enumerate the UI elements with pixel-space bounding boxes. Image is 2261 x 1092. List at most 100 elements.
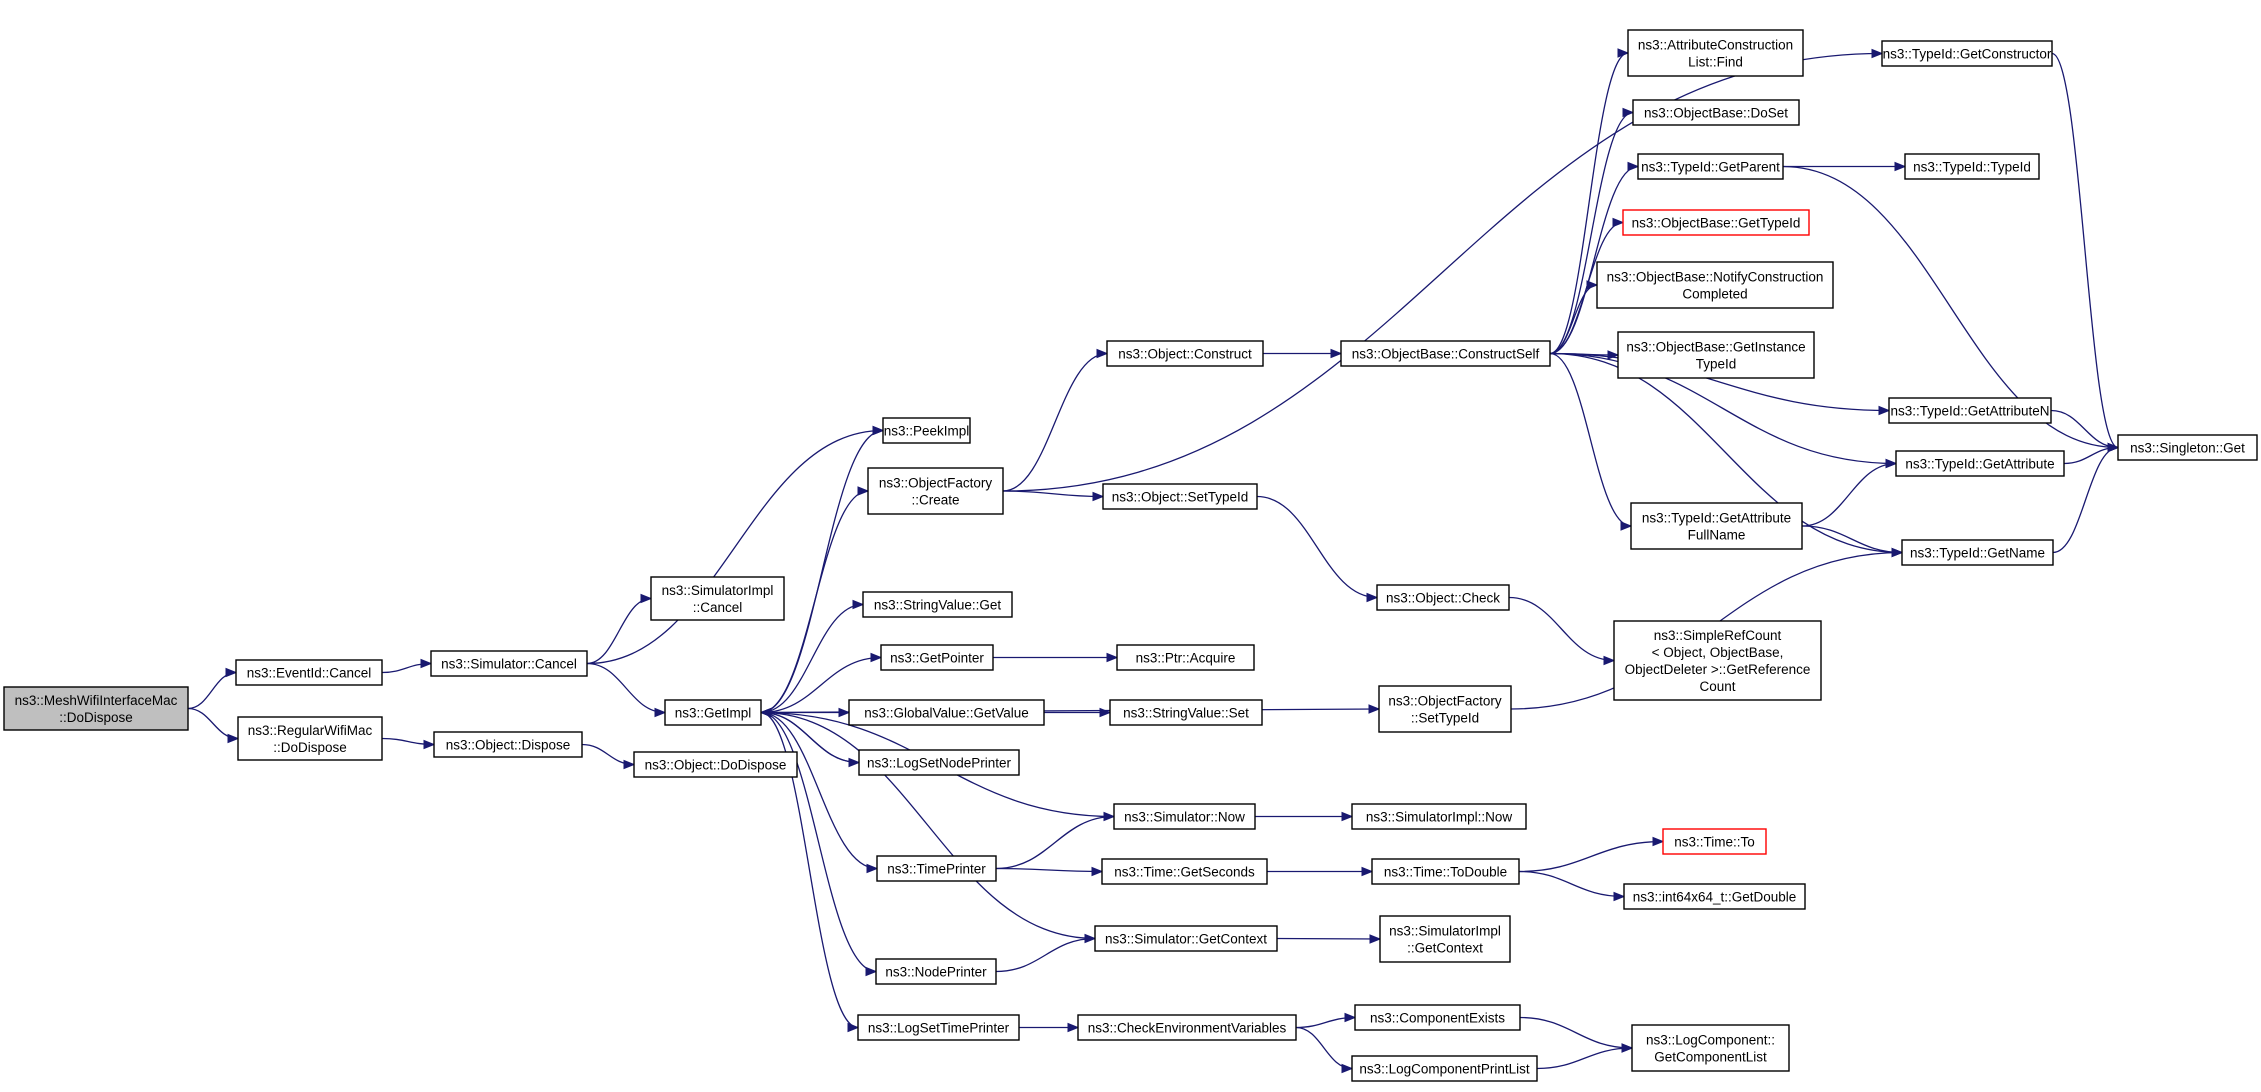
graph-node-n18[interactable]: ns3::Object::SetTypeId <box>1102 483 1258 510</box>
graph-node-n3[interactable]: ns3::Simulator::Cancel <box>430 650 588 677</box>
graph-node-n40[interactable]: ns3::SimpleRefCount< Object, ObjectBase,… <box>1613 620 1822 701</box>
graph-node-n45[interactable]: ns3::TypeId::TypeId <box>1904 153 2040 180</box>
arrowhead-icon <box>1603 655 1616 666</box>
graph-node-n42[interactable]: ns3::int64x64_t::GetDouble <box>1623 883 1806 910</box>
graph-node-n36[interactable]: ns3::ObjectBase::GetTypeId <box>1622 209 1810 236</box>
arrowhead-icon <box>1871 48 1884 59</box>
call-edge <box>1267 866 1374 877</box>
graph-node-n6[interactable]: ns3::GetImpl <box>664 699 762 726</box>
graph-node-n31[interactable]: ns3::ComponentExists <box>1354 1004 1521 1031</box>
graph-node-n48[interactable]: ns3::TypeId::GetName <box>1901 539 2054 566</box>
node-box <box>1116 644 1255 671</box>
node-label: TypeId <box>1696 356 1737 371</box>
node-label: ns3::Object::Dispose <box>446 737 571 752</box>
edge-line <box>1002 52 1883 492</box>
graph-node-n47[interactable]: ns3::TypeId::GetAttribute <box>1895 450 2065 477</box>
graph-node-n46[interactable]: ns3::TypeId::GetAttributeN <box>1888 397 2052 424</box>
graph-node-n35[interactable]: ns3::TypeId::GetParent <box>1637 153 1784 180</box>
graph-node-n24[interactable]: ns3::CheckEnvironmentVariables <box>1077 1014 1297 1041</box>
node-label: ns3::TypeId::GetParent <box>1641 159 1780 174</box>
graph-node-n1[interactable]: ns3::EventId::Cancel <box>235 659 383 686</box>
graph-node-n20[interactable]: ns3::StringValue::Set <box>1109 699 1263 726</box>
graph-node-n8[interactable]: ns3::PeekImpl <box>882 417 971 444</box>
call-edge <box>1518 870 1626 902</box>
arrowhead-icon <box>1891 547 1904 558</box>
graph-node-n4[interactable]: ns3::Object::Dispose <box>433 731 583 758</box>
graph-node-n17[interactable]: ns3::Object::Construct <box>1106 340 1264 367</box>
node-label: ns3::Simulator::Cancel <box>441 656 577 671</box>
edge-line <box>586 662 666 714</box>
edge-line <box>1549 352 1890 412</box>
graph-node-n10[interactable]: ns3::StringValue::Get <box>862 591 1013 618</box>
edge-line <box>1508 596 1615 662</box>
node-box <box>1901 539 2054 566</box>
arrowhead-icon <box>1361 866 1374 877</box>
node-box <box>1596 261 1834 309</box>
arrowhead-icon <box>1620 521 1633 531</box>
node-label: ns3::StringValue::Get <box>874 597 1002 612</box>
node-box <box>1630 502 1803 550</box>
node-label: ::Cancel <box>693 600 743 615</box>
arrowhead-icon <box>1368 704 1381 714</box>
graph-node-n37[interactable]: ns3::ObjectBase::NotifyConstructionCompl… <box>1596 261 1834 309</box>
node-label: ns3::Object::Construct <box>1118 346 1252 361</box>
graph-node-n12[interactable]: ns3::GlobalValue::GetValue <box>848 699 1045 726</box>
graph-node-n15[interactable]: ns3::NodePrinter <box>875 958 997 985</box>
graph-node-n9[interactable]: ns3::ObjectFactory::Create <box>867 467 1004 515</box>
graph-node-n41[interactable]: ns3::Time::To <box>1662 828 1767 855</box>
node-label: ::SetTypeId <box>1411 710 1479 725</box>
call-edge <box>1508 596 1616 666</box>
graph-node-n0[interactable]: ns3::MeshWifiInterfaceMac::DoDispose <box>3 686 189 731</box>
graph-node-n5[interactable]: ns3::SimulatorImpl::Cancel <box>650 576 785 621</box>
graph-node-n44[interactable]: ns3::TypeId::GetConstructor <box>1881 40 2053 67</box>
graph-node-n29[interactable]: ns3::Time::ToDouble <box>1371 858 1520 885</box>
graph-node-n22[interactable]: ns3::Time::GetSeconds <box>1101 858 1268 885</box>
node-label: ns3::ObjectBase::ConstructSelf <box>1352 346 1540 361</box>
graph-node-n28[interactable]: ns3::SimulatorImpl::Now <box>1351 803 1527 830</box>
call-edge <box>1549 161 1640 355</box>
graph-node-n16[interactable]: ns3::LogSetTimePrinter <box>857 1014 1020 1041</box>
graph-node-n11[interactable]: ns3::GetPointer <box>880 644 994 671</box>
graph-node-n43[interactable]: ns3::LogComponent::GetComponentList <box>1631 1024 1790 1072</box>
node-label: ns3::SimpleRefCount <box>1654 628 1782 643</box>
call-edge <box>760 652 883 714</box>
edge-line <box>1549 52 1629 355</box>
graph-node-n25[interactable]: ns3::ObjectBase::ConstructSelf <box>1340 340 1551 367</box>
node-label: ns3::TypeId::GetAttribute <box>1642 510 1791 525</box>
edge-line <box>187 671 237 710</box>
graph-node-n27[interactable]: ns3::ObjectFactory::SetTypeId <box>1378 685 1512 733</box>
graph-node-n7[interactable]: ns3::Object::DoDispose <box>633 751 798 778</box>
graph-node-n13[interactable]: ns3::LogSetNodePrinter <box>858 749 1020 776</box>
node-label: ns3::ComponentExists <box>1370 1010 1505 1025</box>
graph-node-n49[interactable]: ns3::Singleton::Get <box>2117 434 2258 461</box>
graph-node-n34[interactable]: ns3::ObjectBase::DoSet <box>1632 99 1800 126</box>
graph-node-n2[interactable]: ns3::RegularWifiMac::DoDispose <box>237 716 383 761</box>
graph-node-n21[interactable]: ns3::Simulator::Now <box>1113 803 1256 830</box>
graph-node-n26[interactable]: ns3::Object::Check <box>1376 584 1510 611</box>
node-box <box>857 1014 1020 1041</box>
arrowhead-icon <box>1369 934 1382 944</box>
arrowhead-icon <box>759 707 772 718</box>
arrowhead-icon <box>1067 1022 1080 1033</box>
graph-node-n23[interactable]: ns3::Simulator::GetContext <box>1094 925 1278 952</box>
call-edge <box>760 599 865 714</box>
edge-line <box>760 656 882 714</box>
graph-node-n32[interactable]: ns3::LogComponentPrintList <box>1351 1055 1538 1082</box>
graph-node-n19[interactable]: ns3::Ptr::Acquire <box>1116 644 1255 671</box>
node-label: FullName <box>1688 527 1746 542</box>
call-edge <box>586 593 653 665</box>
node-box <box>880 644 994 671</box>
node-box <box>3 686 189 731</box>
graph-node-n14[interactable]: ns3::TimePrinter <box>876 855 997 882</box>
graph-node-n30[interactable]: ns3::SimulatorImpl::GetContext <box>1379 915 1511 963</box>
edge-line <box>1549 284 1598 355</box>
call-edge <box>1002 490 1105 502</box>
node-box <box>664 699 762 726</box>
node-label: ns3::RegularWifiMac <box>248 723 373 738</box>
node-box <box>1094 925 1278 952</box>
node-label: ns3::GetImpl <box>675 705 752 720</box>
node-label: ns3::Time::GetSeconds <box>1114 864 1255 879</box>
